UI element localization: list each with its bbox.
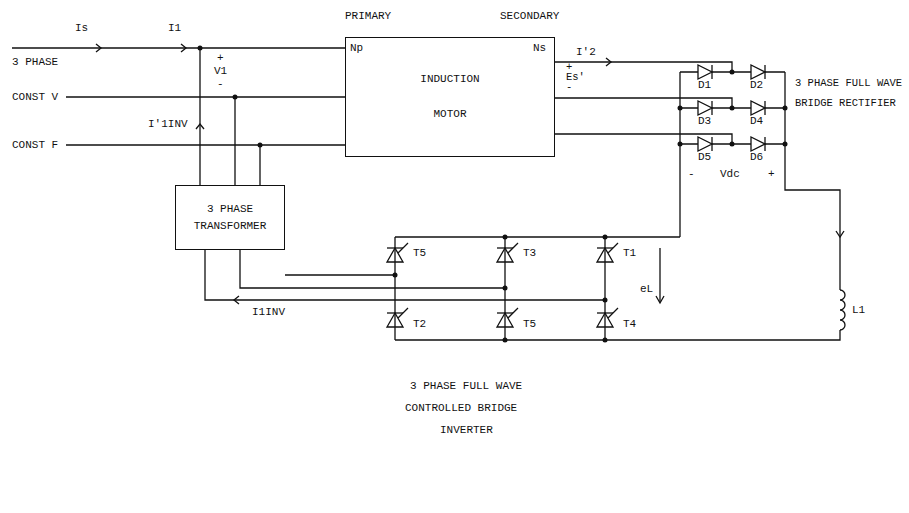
rotor-line [555,134,732,144]
thyristor-symbol [497,243,518,262]
current-arrow [96,44,101,52]
circuit-label: CONST F [12,139,58,151]
circuit-label: INVERTER [440,424,493,436]
thyristor-symbol [387,308,408,327]
motor-box: INDUCTION MOTOR [345,37,555,157]
current-arrow [234,296,239,304]
diode-symbol [751,65,765,79]
current-arrow [836,231,844,237]
circuit-label: D4 [750,115,763,127]
voltage-arrow [656,296,664,303]
circuit-label: D2 [750,79,763,91]
voltage-arrow [659,248,660,302]
circuit-label: Ns [533,42,546,54]
circuit-label: + [217,52,224,64]
circuit-label: - [566,82,572,94]
rotor-line [555,62,732,72]
transformer-output [285,274,395,275]
circuit-label: D5 [698,151,711,163]
current-arrow [606,58,611,66]
circuit-label: Is [75,22,88,34]
diode-symbol [698,137,712,151]
supply-line [66,144,260,145]
circuit-label: I1 [168,22,181,34]
tap-wire [260,145,345,185]
inductor-symbol [840,290,845,330]
circuit-label: BRIDGE RECTIFIER [795,98,896,110]
circuit-label: V1 [214,65,227,77]
thyristor-symbol [387,243,408,262]
circuit-label: 3 PHASE [12,56,58,68]
circuit-label: T4 [623,318,636,330]
diode-symbol [751,101,765,115]
circuit-label: D3 [698,115,711,127]
circuit-label: L1 [852,304,865,316]
node-label: INDUCTION MOTOR [410,62,490,132]
circuit-label: CONTROLLED BRIDGE [405,402,517,414]
transformer-box: 3 PHASE TRANSFORMER [175,185,285,250]
node-label: 3 PHASE TRANSFORMER [185,201,275,234]
circuit-label: I'2 [576,46,596,58]
dc-return [395,330,840,340]
circuit-label: T2 [413,318,426,330]
rotor-line [555,98,732,108]
circuit-label: I1INV [252,306,285,318]
circuit-label: SECONDARY [500,10,559,22]
tap-wire [200,48,345,185]
circuit-label: T3 [523,247,536,259]
circuit-label: T5 [523,318,536,330]
circuit-label: Np [350,42,363,54]
circuit-label: + [768,168,775,180]
circuit-label: Vdc [720,168,740,180]
circuit-label: - [217,78,224,90]
transformer-output [205,250,605,300]
circuit-label: D1 [698,79,711,91]
current-arrow [181,44,186,52]
circuit-label: 3 PHASE FULL WAVE [795,78,902,90]
circuit-label: T1 [623,247,636,259]
circuit-label: 3 PHASE FULL WAVE [410,380,522,392]
dc-negative-bus [679,72,680,237]
circuit-label: T5 [413,247,426,259]
circuit-label: eL [640,283,653,295]
thyristor-symbol [497,308,518,327]
circuit-label: - [688,168,695,180]
thyristor-symbol [597,308,618,327]
diode-symbol [751,137,765,151]
supply-line [12,47,200,48]
tap-wire [235,97,345,185]
circuit-label: I'1INV [148,118,188,130]
inverter-rail [395,236,680,237]
diode-symbol [698,101,712,115]
circuit-label: D6 [750,151,763,163]
supply-line [66,96,235,97]
circuit-label: PRIMARY [345,10,391,22]
transformer-output [240,250,505,288]
diode-symbol [698,65,712,79]
circuit-label: CONST V [12,91,58,103]
thyristor-symbol [597,243,618,262]
